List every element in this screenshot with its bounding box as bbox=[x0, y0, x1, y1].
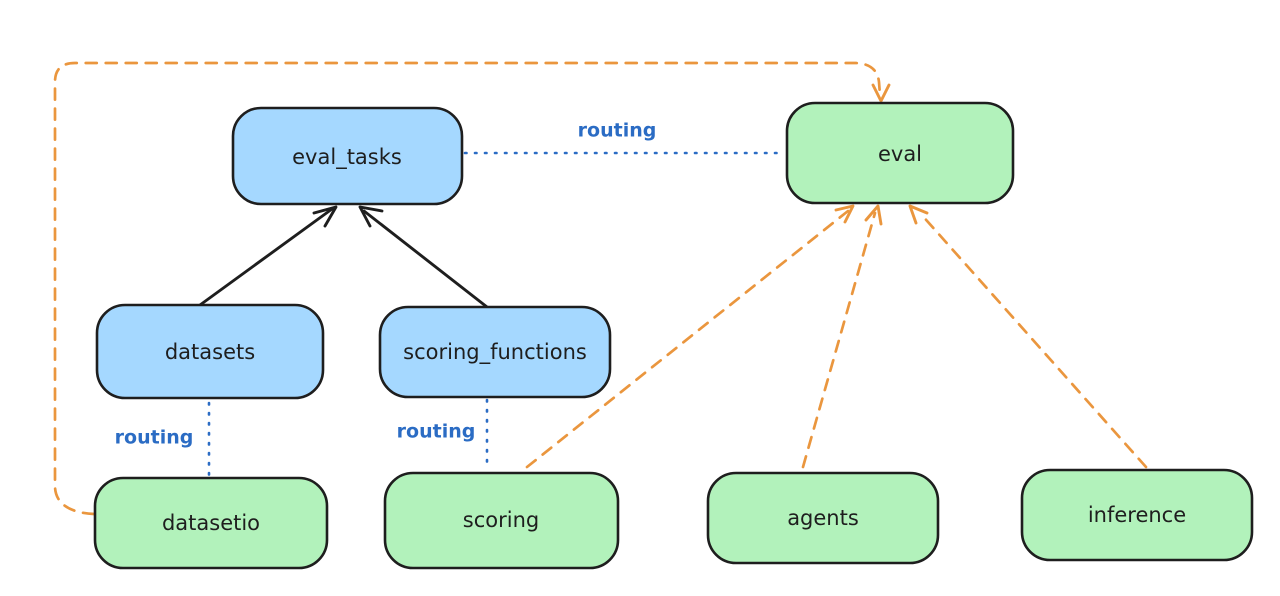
node-eval: eval bbox=[785, 101, 1015, 205]
node-scoring-functions: scoring_functions bbox=[378, 305, 612, 399]
edge-agents-to-eval bbox=[801, 204, 883, 469]
edge-datasetio-to-eval bbox=[53, 61, 891, 516]
node-eval-tasks: eval_tasks bbox=[231, 106, 464, 206]
node-datasets-label: datasets bbox=[165, 340, 255, 364]
routing-label-scoring: routing bbox=[397, 421, 476, 443]
edge-datasets-to-eval-tasks bbox=[198, 205, 338, 307]
edge-scoring-functions-to-eval-tasks bbox=[358, 205, 489, 309]
node-agents: agents bbox=[706, 471, 940, 565]
node-inference-label: inference bbox=[1088, 503, 1186, 527]
edge-scoring-to-eval bbox=[525, 204, 855, 469]
node-scoring: scoring bbox=[383, 471, 620, 570]
node-datasetio-label: datasetio bbox=[162, 511, 260, 535]
node-inference: inference bbox=[1020, 468, 1254, 562]
node-datasetio: datasetio bbox=[93, 476, 329, 570]
node-scoring-label: scoring bbox=[463, 508, 539, 532]
routing-label-datasets: routing bbox=[115, 427, 194, 449]
edge-inference-to-eval bbox=[908, 204, 1148, 469]
node-scoring-box bbox=[383, 471, 620, 570]
node-agents-label: agents bbox=[787, 506, 859, 530]
node-eval-tasks-box bbox=[231, 106, 464, 206]
node-agents-box bbox=[706, 471, 940, 565]
node-scoring-functions-box bbox=[378, 305, 612, 399]
node-datasets: datasets bbox=[95, 303, 325, 400]
node-datasetio-box bbox=[93, 476, 329, 570]
node-eval-label: eval bbox=[878, 142, 922, 166]
node-eval-tasks-label: eval_tasks bbox=[292, 145, 402, 170]
node-scoring-functions-label: scoring_functions bbox=[403, 340, 587, 365]
node-datasets-box bbox=[95, 303, 325, 400]
routing-label-top: routing bbox=[578, 120, 657, 142]
node-inference-box bbox=[1020, 468, 1254, 562]
node-eval-box bbox=[785, 101, 1015, 205]
